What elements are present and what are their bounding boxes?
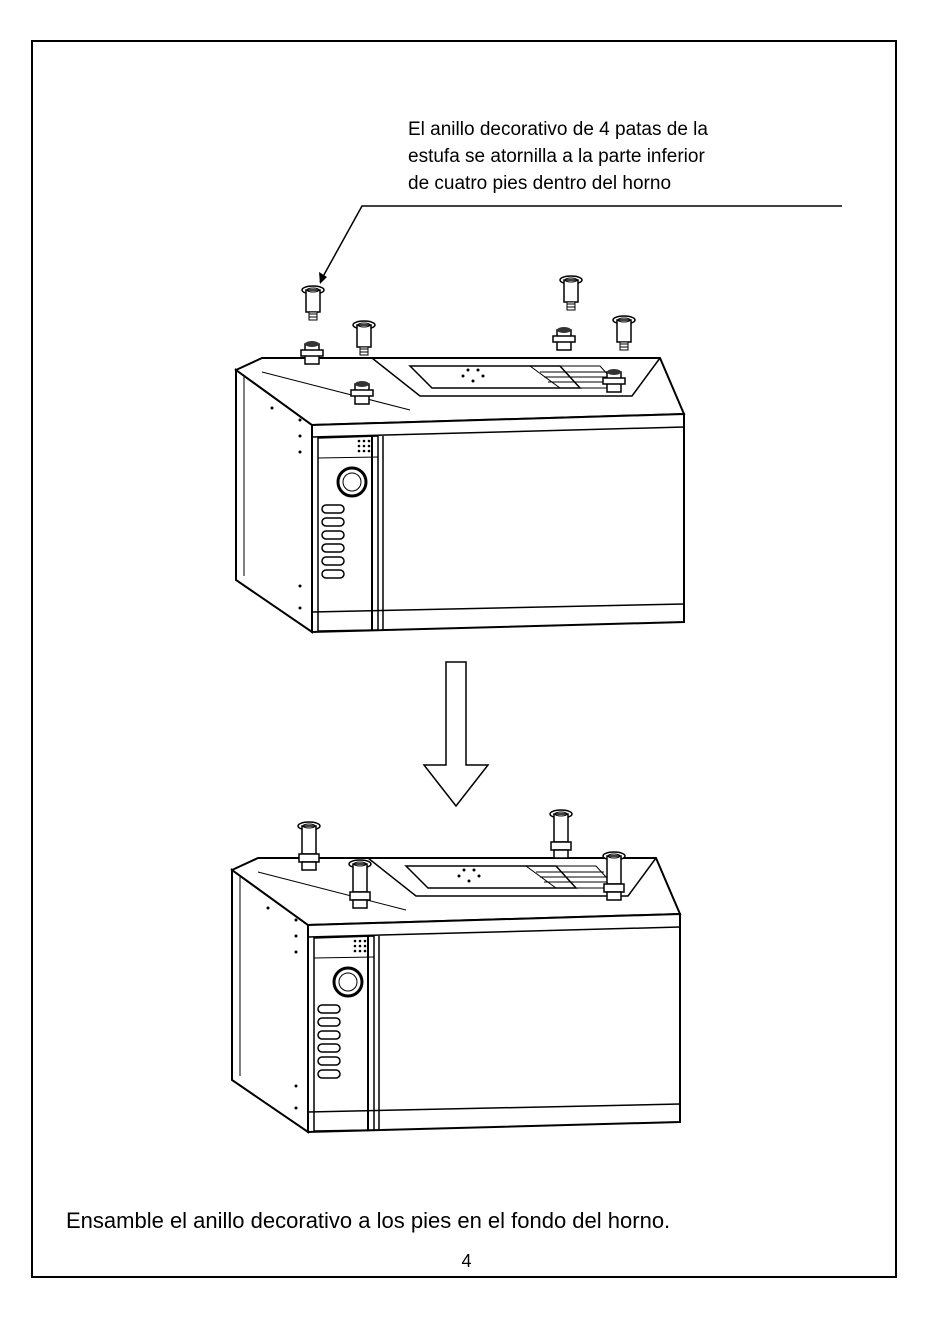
oven-with-rings-separated xyxy=(236,276,684,632)
oven-foot xyxy=(553,327,575,350)
installed-ring xyxy=(298,822,320,870)
oven-foot xyxy=(351,381,373,404)
oven-with-rings-installed xyxy=(232,810,680,1132)
decorative-ring xyxy=(560,276,582,310)
decorative-ring xyxy=(353,321,375,355)
caption-text: Ensamble el anillo decorativo a los pies… xyxy=(66,1208,670,1234)
down-arrow-icon xyxy=(424,662,488,806)
oven-foot xyxy=(301,341,323,364)
oven-foot xyxy=(603,369,625,392)
decorative-ring xyxy=(613,316,635,350)
installed-ring xyxy=(550,810,572,858)
page-number: 4 xyxy=(0,1251,933,1272)
installed-ring xyxy=(349,860,371,908)
decorative-ring xyxy=(302,286,324,320)
callout-leader-line xyxy=(320,206,842,282)
installed-ring xyxy=(603,852,625,900)
